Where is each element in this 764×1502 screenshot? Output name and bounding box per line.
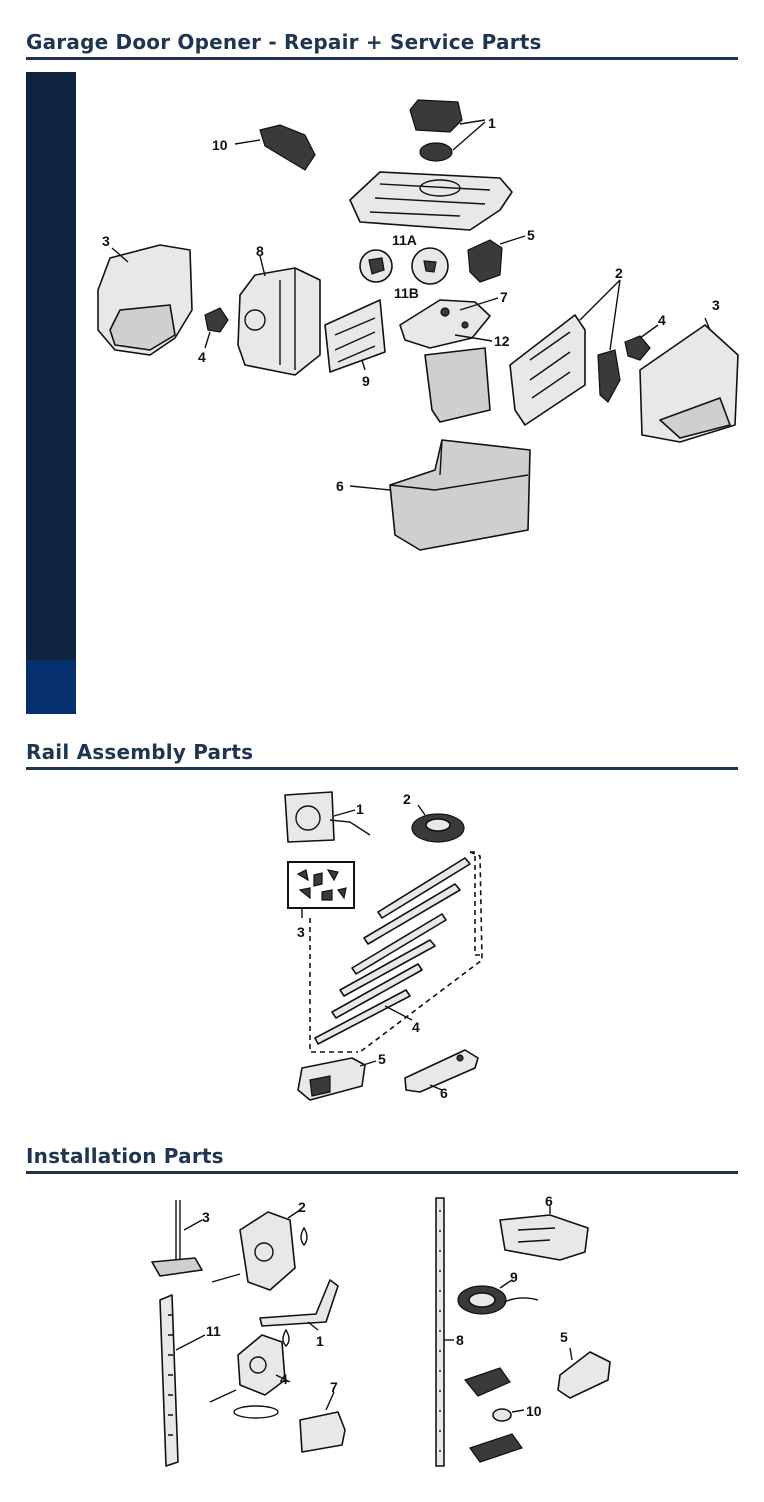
sidebar-panel	[26, 72, 76, 714]
install-part-5-keypad: 5	[557, 1329, 611, 1399]
part-11-fasteners: 11A 11B	[359, 232, 449, 301]
svg-text:4: 4	[280, 1371, 288, 1387]
svg-text:7: 7	[500, 289, 508, 305]
install-part-4-header-bracket: 4	[209, 1334, 291, 1403]
install-part-9-bell-wire: 9	[457, 1269, 539, 1315]
svg-text:3: 3	[202, 1209, 210, 1225]
section-title-installation-parts: Installation Parts	[26, 1144, 738, 1174]
svg-text:3: 3	[297, 924, 305, 940]
install-part-6-control-bracket: 6	[499, 1193, 589, 1261]
install-part-1-curved-door-arm: 1	[259, 1279, 339, 1349]
svg-text:9: 9	[362, 373, 370, 389]
install-part-10-remote-battery: 10	[463, 1367, 542, 1463]
part-1-gear: 1	[409, 99, 496, 162]
svg-text:11: 11	[206, 1323, 221, 1339]
part-10-sensor: 10	[212, 124, 316, 171]
install-part-2-door-bracket: 2	[211, 1199, 308, 1291]
svg-text:4: 4	[658, 312, 666, 328]
svg-text:11A: 11A	[392, 232, 417, 248]
svg-text:7: 7	[330, 1379, 338, 1395]
svg-text:5: 5	[378, 1051, 386, 1067]
part-5-capacitor: 5	[467, 227, 535, 283]
rail-part-5-trolley: 5	[297, 1051, 386, 1101]
svg-text:2: 2	[615, 265, 623, 281]
svg-text:3: 3	[102, 233, 110, 249]
svg-text:3: 3	[712, 297, 720, 313]
svg-text:1: 1	[316, 1333, 324, 1349]
part-3-end-panel-left: 3	[97, 233, 193, 356]
rail-part-3-hardware-kit: 3	[287, 861, 355, 940]
section-title-repair-service-parts: Garage Door Opener - Repair + Service Pa…	[26, 30, 738, 60]
svg-text:5: 5	[560, 1329, 568, 1345]
svg-text:2: 2	[298, 1199, 306, 1215]
svg-text:8: 8	[456, 1332, 464, 1348]
rail-part-1-header-bracket: 1	[284, 791, 371, 843]
svg-text:6: 6	[336, 478, 344, 494]
svg-text:1: 1	[356, 801, 364, 817]
install-part-7-safety-sensor: 7	[233, 1379, 346, 1453]
part-4-light-socket-right: 4	[624, 312, 666, 361]
install-part-11-angle-iron: 11	[159, 1294, 221, 1467]
svg-text:4: 4	[198, 349, 206, 365]
part-4-light-socket-left: 4	[198, 307, 229, 365]
part-2-end-panel-right: 2	[509, 265, 623, 426]
svg-text:10: 10	[212, 137, 228, 153]
part-9-logic-board: 9	[324, 299, 386, 389]
opener-exploded-diagram: 1 10 3 4 8 9 11A	[97, 99, 739, 551]
part-7-motor-mount: 7 12	[399, 289, 510, 349]
transformer-box	[424, 347, 491, 423]
part-3-end-panel-right: 3	[639, 297, 739, 443]
install-part-8-perforated-strap: 8	[435, 1197, 464, 1467]
installation-diagram: 3 2 11 1 4 7 6	[151, 1193, 611, 1467]
svg-text:4: 4	[412, 1019, 420, 1035]
section-title-rail-assembly-parts: Rail Assembly Parts	[26, 740, 738, 770]
rail-part-6-door-arm-bracket: 6	[404, 1049, 479, 1101]
svg-text:8: 8	[256, 243, 264, 259]
svg-text:9: 9	[510, 1269, 518, 1285]
svg-text:5: 5	[527, 227, 535, 243]
svg-text:10: 10	[526, 1403, 542, 1419]
install-part-3-emergency-release-handle: 3	[151, 1200, 210, 1277]
svg-text:6: 6	[440, 1085, 448, 1101]
part-6-light-cover: 6	[336, 439, 531, 551]
svg-text:2: 2	[403, 791, 411, 807]
sidebar-accent	[26, 660, 76, 714]
svg-text:1: 1	[488, 115, 496, 131]
rail-part-2-sprocket: 2	[403, 791, 465, 843]
part-8-motor: 8	[237, 243, 321, 376]
svg-text:12: 12	[494, 333, 510, 349]
rail-part-4-rail-sections: 4	[309, 851, 483, 1053]
svg-text:6: 6	[545, 1193, 553, 1209]
svg-text:11B: 11B	[394, 285, 419, 301]
rail-assembly-diagram: 1 2 3 4 5 6	[284, 791, 483, 1101]
